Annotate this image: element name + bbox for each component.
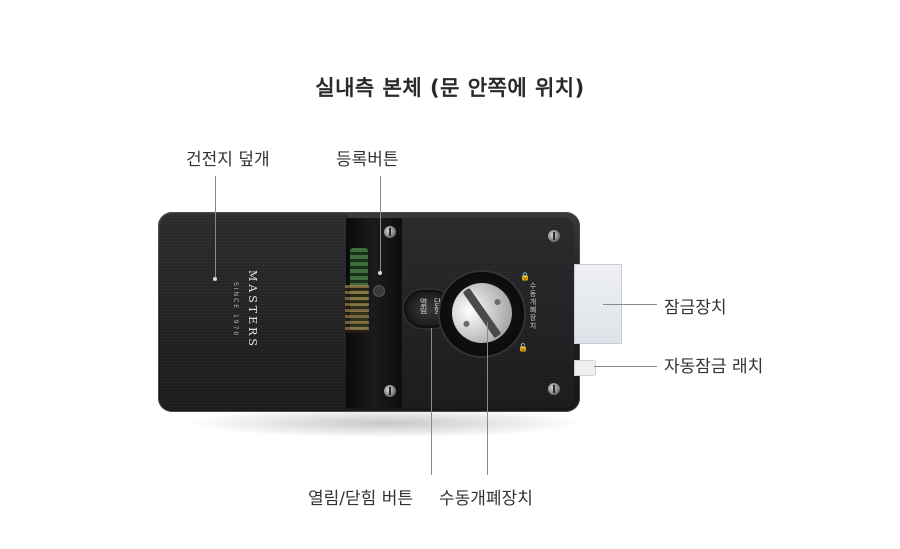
label-manual-knob: 수동개폐장치 <box>439 489 533 509</box>
open-close-button-label-1: 열림 <box>419 298 428 314</box>
knob-grip <box>462 287 502 339</box>
leader-line-manual <box>487 322 488 475</box>
screw-icon <box>384 385 396 397</box>
register-button[interactable] <box>374 286 384 296</box>
auto-latch <box>574 360 596 376</box>
battery-spring <box>345 285 369 333</box>
open-close-button-label-2: 닫힘 <box>433 298 442 314</box>
label-battery-cover: 건전지 덮개 <box>186 150 270 170</box>
label-open-close-button: 열림/닫힘 버튼 <box>308 489 413 509</box>
device-shadow <box>185 408 585 438</box>
battery-cover <box>160 214 348 410</box>
leader-line-open-close <box>431 328 432 475</box>
page-title: 실내측 본체 (문 안쪽에 위치) <box>315 76 585 100</box>
label-register-button: 등록버튼 <box>336 150 399 170</box>
screw-icon <box>548 383 560 395</box>
brand-logo: MASTERS <box>246 270 259 349</box>
lock-icon: 🔒 <box>520 272 530 281</box>
deadbolt <box>574 264 622 344</box>
screw-icon <box>548 230 560 242</box>
leader-line-register <box>380 176 381 272</box>
knob-caption: 수동개폐장치 <box>529 282 537 330</box>
leader-dot <box>213 277 217 281</box>
leader-dot <box>378 271 382 275</box>
leader-line-battery <box>215 176 216 278</box>
leader-line-deadbolt <box>603 304 657 305</box>
leader-line-latch <box>594 366 657 367</box>
screw-icon <box>384 226 396 238</box>
label-auto-latch: 자동잠금 래치 <box>664 357 764 377</box>
knob-notch <box>462 319 471 329</box>
label-deadbolt: 잠금장치 <box>664 298 727 318</box>
brand-tagline: SINCE 1970 <box>232 282 239 338</box>
knob-notch <box>493 297 502 307</box>
unlock-icon: 🔓 <box>518 343 528 352</box>
